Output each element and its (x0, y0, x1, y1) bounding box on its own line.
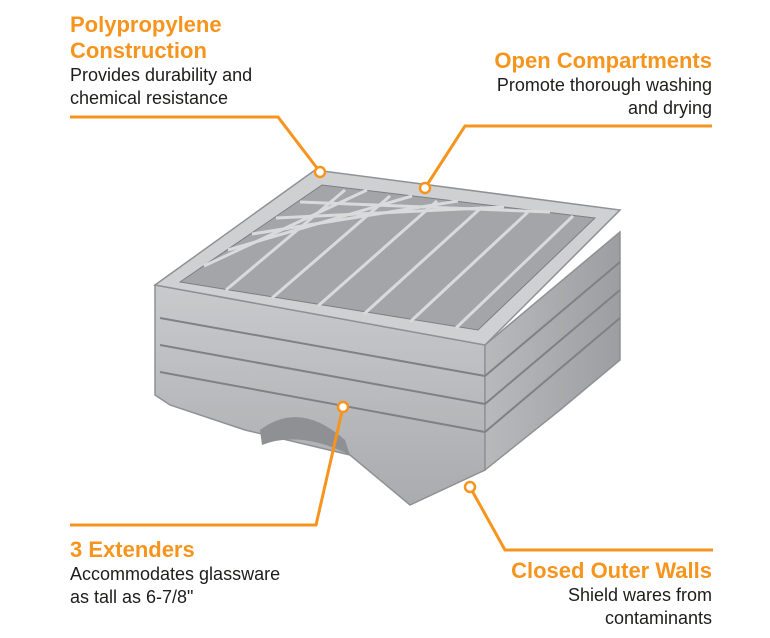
polypropylene-desc-line1: Provides durability and (70, 65, 253, 85)
extenders-desc-line1: Accommodates glassware (70, 564, 281, 584)
polypropylene-title-line2: Construction (70, 38, 207, 63)
callout-extenders: 3 Extenders Accommodates glassware as ta… (70, 537, 280, 609)
leader-lines (70, 115, 713, 552)
open-compartments-title: Open Compartments (494, 48, 712, 73)
leader-open-compartments (423, 124, 712, 189)
closed-walls-desc-line2: contaminants (604, 608, 712, 628)
glass-rack (153, 169, 622, 506)
closed-walls-title: Closed Outer Walls (511, 558, 712, 583)
compartment-dividers (203, 188, 575, 330)
callout-closed-walls: Closed Outer Walls Shield wares from con… (511, 558, 712, 630)
polypropylene-title-line1: Polypropylene (70, 12, 222, 37)
extenders-desc-line2: as tall as 6-7/8" (70, 587, 194, 607)
closed-walls-desc-line1: Shield wares from (567, 585, 712, 605)
open-compartments-desc-line1: Promote thorough washing (496, 75, 712, 95)
open-compartments-desc-line2: and drying (627, 98, 712, 118)
extender-bands (159, 261, 621, 433)
leader-closed-walls (468, 486, 713, 552)
leader-dots (313, 165, 477, 494)
callout-open-compartments: Open Compartments Promote thorough washi… (494, 48, 712, 120)
leader-extenders (70, 406, 345, 527)
rack-base-cutout (260, 417, 350, 455)
polypropylene-desc-line2: chemical resistance (70, 88, 229, 108)
leader-polypropylene (70, 115, 322, 173)
extenders-title: 3 Extenders (70, 537, 195, 562)
callout-polypropylene: Polypropylene Construction Provides dura… (70, 12, 252, 110)
